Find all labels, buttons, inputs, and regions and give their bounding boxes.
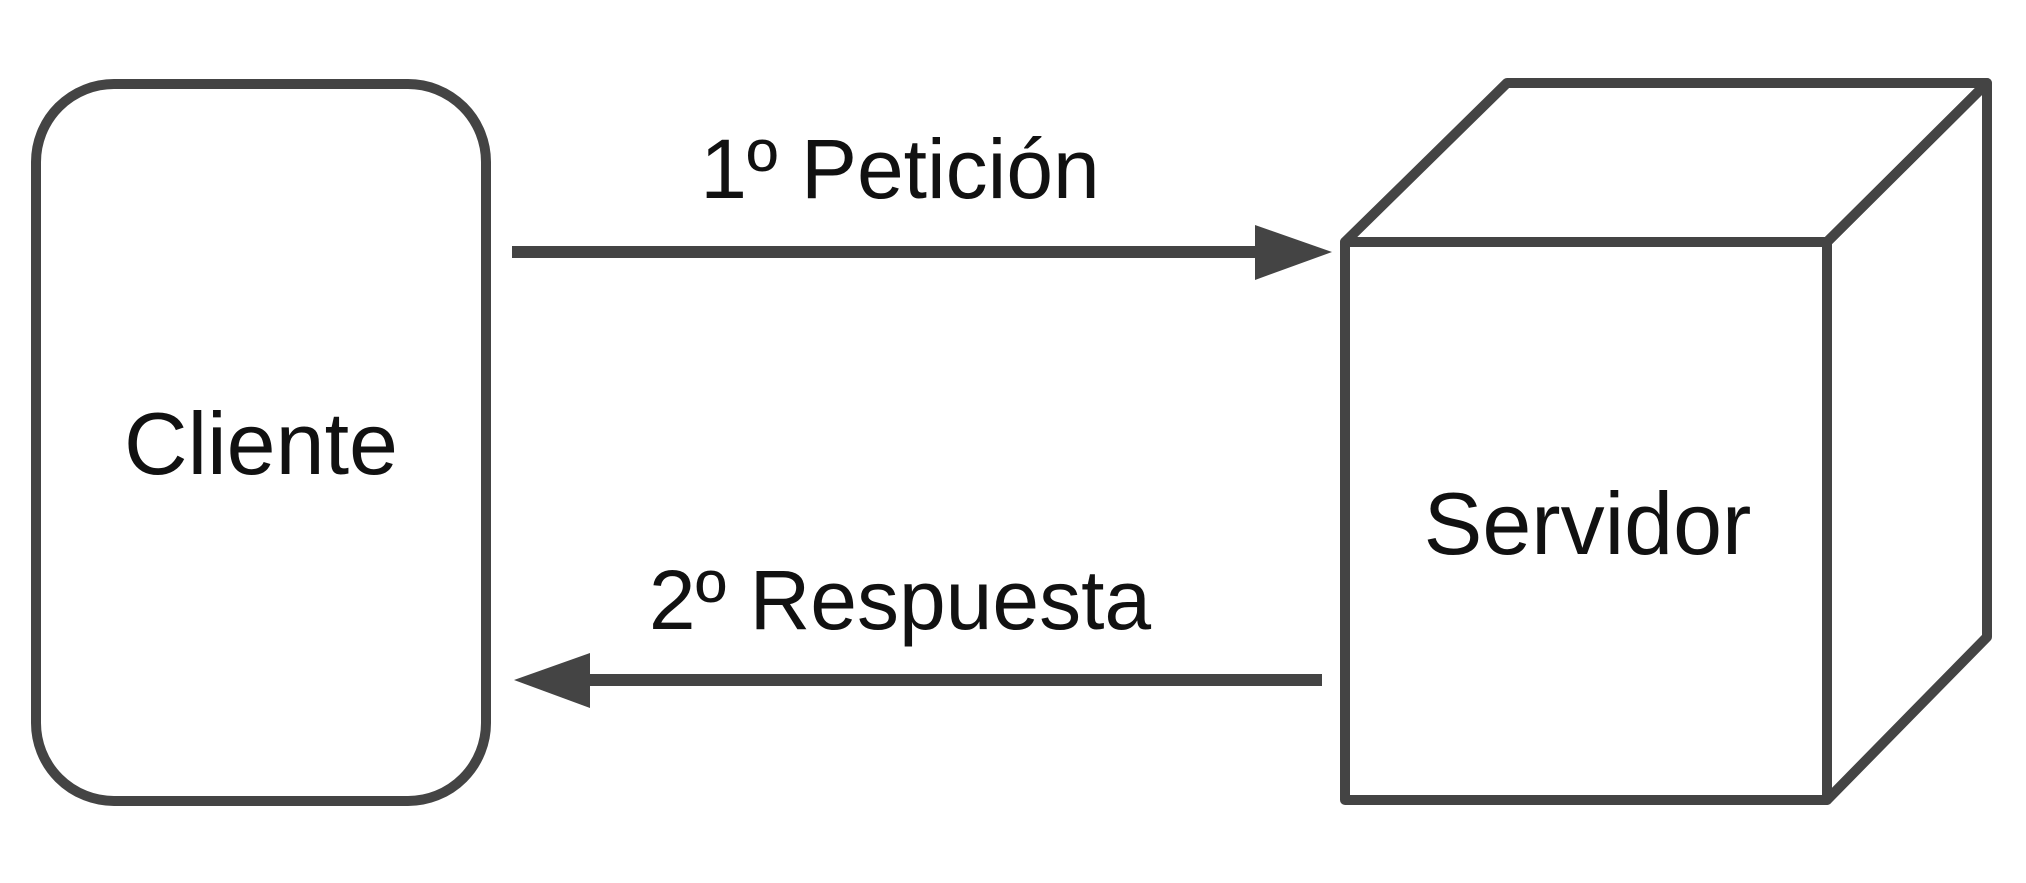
client-box (31, 79, 491, 806)
client-label: Cliente (124, 394, 398, 493)
server-cube-top-face (1340, 78, 1992, 247)
server-cube (1340, 78, 1992, 805)
server-label: Servidor (1423, 474, 1752, 573)
request-arrow (512, 225, 1332, 280)
request-label: 1º Petición (700, 122, 1100, 216)
response-arrow (514, 653, 1322, 708)
response-label: 2º Respuesta (648, 553, 1152, 647)
response-arrowhead (514, 653, 590, 708)
request-arrowhead (1255, 225, 1332, 280)
server-cube-side-face (1822, 78, 1992, 805)
